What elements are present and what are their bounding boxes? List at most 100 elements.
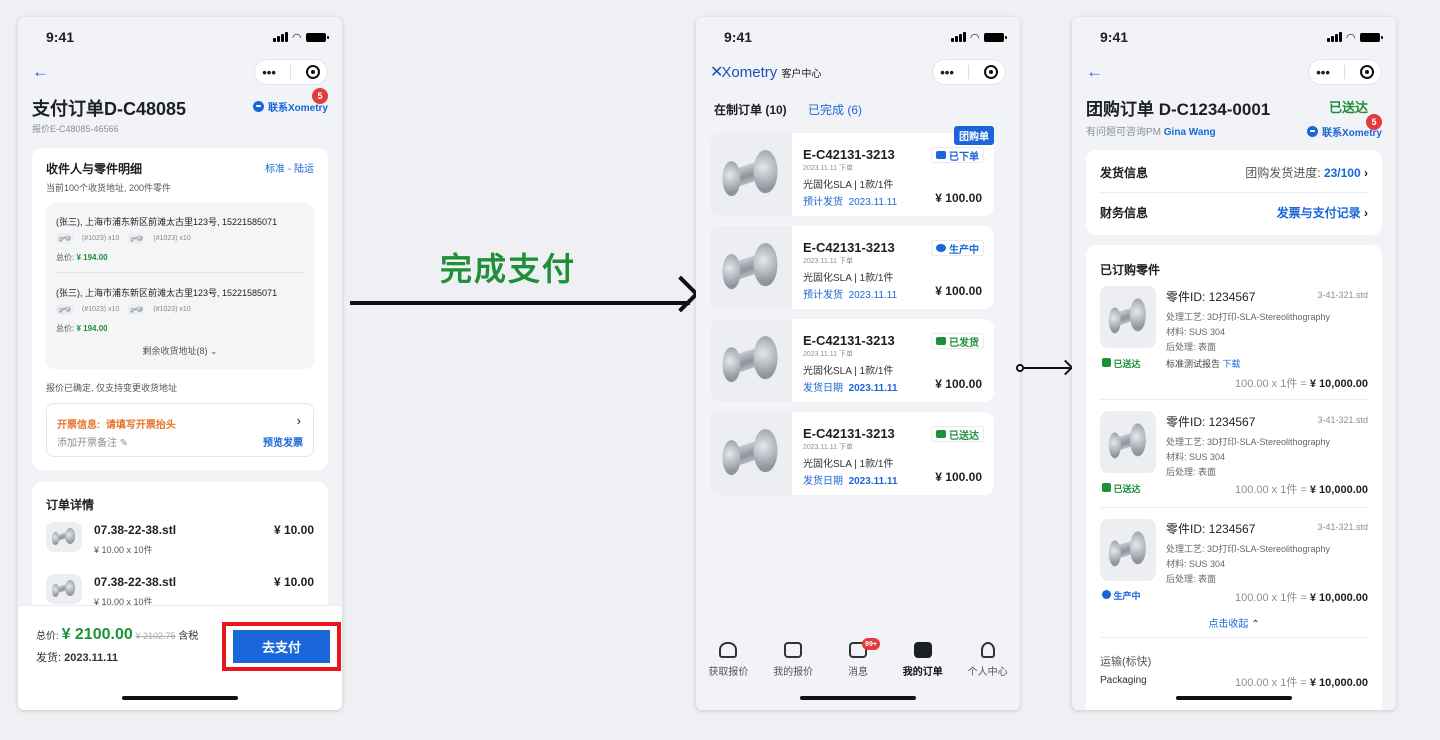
more-icon[interactable]: ••• (1316, 64, 1330, 80)
part-thumbnail (1100, 286, 1156, 348)
tab-my-quotes[interactable]: 我的报价 (767, 640, 819, 678)
more-addresses-toggle[interactable]: 剩余收货地址(8) ⌄ (142, 346, 218, 356)
parts-card: 已订购零件 零件ID: 1234567 3-41-321.std 处理工艺: 3… (1086, 245, 1382, 710)
invoice-remark[interactable]: 添加开票备注 ✎ (57, 438, 129, 449)
recipients-card: 收件人与零件明细 标准 - 陆运 当前100个收货地址, 200件零件 (张三)… (32, 148, 328, 470)
part-qty: 100.00 x 1件 = (1234, 592, 1307, 604)
tab-profile[interactable]: 个人中心 (962, 640, 1014, 678)
mini-program-capsule[interactable]: ••• (254, 59, 328, 85)
order-card[interactable]: E-C42131-3213 2023.11.11 下单 光固化SLA | 1款/… (710, 319, 994, 402)
cart-icon (936, 151, 946, 159)
part-thumbnail (46, 522, 82, 552)
order-total: ¥ 2100.00 (61, 626, 133, 643)
chevron-up-icon: ⌃ (1251, 619, 1260, 630)
gears-icon (1102, 590, 1111, 599)
status-badge: 已送达 (931, 426, 984, 442)
more-icon[interactable]: ••• (262, 64, 276, 80)
contact-xometry-link[interactable]: 联系Xometry (1306, 124, 1382, 139)
back-arrow-icon[interactable]: ← (1086, 62, 1103, 81)
status-badge: 生产中 (931, 240, 984, 256)
part-thumbnail (127, 233, 146, 244)
part-material: 材料: SUS 304 (1166, 559, 1226, 569)
pm-name-link[interactable]: Gina Wang (1163, 127, 1216, 138)
part-post-process: 后处理: 表面 (1166, 342, 1217, 352)
home-indicator (122, 696, 238, 700)
order-price: ¥ 100.00 (935, 470, 982, 484)
contact-xometry-link[interactable]: 联系Xometry (252, 99, 328, 114)
package-icon (936, 430, 946, 438)
payment-phone-screen: 9:41 ◠ ← ••• 支付订单D-C48085 联系Xometry 5 报价… (18, 17, 342, 710)
shipping-mode-link[interactable]: 标准 - 陆运 (265, 164, 314, 175)
part-thumbnail (127, 304, 146, 315)
signal-icon (950, 32, 966, 42)
close-target-icon[interactable] (1359, 65, 1374, 79)
back-arrow-icon[interactable]: ← (32, 62, 49, 81)
ship-progress-link[interactable]: 团购发货进度: 23/100 › (1245, 166, 1368, 180)
part-unit-price: ¥ 10.00 x 10件 (94, 545, 153, 555)
finance-records-link[interactable]: 发票与支付记录 › (1276, 206, 1368, 220)
pay-button[interactable]: 去支付 (233, 630, 330, 663)
order-card[interactable]: E-C42131-3213 2023.11.11 下单 光固化SLA | 1款/… (710, 226, 994, 309)
part-material: 材料: SUS 304 (1166, 452, 1226, 462)
order-spec: 光固化SLA | 1款/1件 (803, 180, 894, 191)
tab-in-production[interactable]: 在制订单 (10) (714, 103, 787, 117)
close-target-icon[interactable] (305, 65, 320, 79)
notification-badge: 5 (1366, 114, 1382, 130)
arrow-head-icon (662, 275, 700, 313)
status-time: 9:41 (1100, 29, 1129, 45)
message-icon (848, 642, 867, 658)
packaging-amount: ¥ 10,000.00 (1309, 677, 1368, 689)
order-card[interactable]: E-C42131-3213 2023.11.11 下单 光固化SLA | 1款/… (710, 412, 994, 495)
part-file: 3-41-321.std (1317, 415, 1368, 425)
home-indicator (1176, 696, 1292, 700)
part-filename: 07.38-22-38.stl (94, 523, 177, 537)
order-date: 2023.11.11 下单 (803, 165, 853, 172)
collapse-toggle[interactable]: 点击收起 ⌃ (1208, 619, 1260, 630)
chat-icon (1306, 126, 1318, 137)
wifi-icon: ◠ (1346, 31, 1355, 44)
status-bar: 9:41 ◠ (1072, 17, 1396, 57)
preview-invoice-link[interactable]: 预览发票 (263, 438, 303, 449)
part-id: 零件ID: 1234567 (1166, 290, 1256, 304)
part-thumbnail (46, 574, 82, 604)
orders-icon (913, 642, 932, 658)
arrow-head-icon (1057, 359, 1074, 376)
part-amount: ¥ 10,000.00 (1309, 378, 1368, 390)
status-time: 9:41 (724, 29, 753, 45)
invoice-box[interactable]: 开票信息: 请填写开票抬头 › 添加开票备注 ✎ 预览发票 (46, 403, 314, 457)
order-price: ¥ 100.00 (935, 284, 982, 298)
tab-completed[interactable]: 已完成 (6) (808, 103, 863, 117)
part-process: 处理工艺: 3D打印-SLA-Stereolithography (1166, 312, 1331, 322)
home-indicator (800, 696, 916, 700)
ship-date: 2023.11.11 (848, 197, 898, 208)
mini-program-capsule[interactable]: ••• (1308, 59, 1382, 85)
part-qty: 100.00 x 1件 = (1234, 378, 1307, 390)
order-card[interactable]: E-C42131-3213 2023.11.11 下单 光固化SLA | 1款/… (710, 133, 994, 216)
orders-phone-screen: 9:41 ◠ ✕Xometry 客户中心 ••• 在制订单 (10) 已完成 (… (696, 17, 1020, 710)
more-icon[interactable]: ••• (940, 64, 954, 80)
packaging-qty: 100.00 x 1件 = (1234, 677, 1307, 689)
connector-dot (1016, 364, 1024, 372)
chart-icon (784, 642, 803, 658)
address-note: 报价已确定, 仅支持变更收货地址 (46, 383, 178, 393)
ship-date: 2023.11.11 (64, 652, 118, 664)
status-badge: 已发货 (931, 333, 984, 349)
shipping-title: 运输(标快) (1100, 656, 1152, 668)
tab-get-quote[interactable]: 获取报价 (702, 640, 754, 678)
battery-icon (1360, 32, 1383, 42)
status-bar: 9:41 ◠ (696, 17, 1020, 57)
package-icon (1102, 358, 1111, 367)
page-title: 团购订单 D-C1234-0001 (1086, 100, 1271, 119)
close-target-icon[interactable] (983, 65, 998, 79)
part-id: 零件ID: 1234567 (1166, 415, 1256, 429)
tab-my-orders[interactable]: 我的订单 (897, 640, 949, 678)
brand-logo: ✕Xometry 客户中心 (710, 64, 822, 81)
part-amount: ¥ 10,000.00 (1309, 484, 1368, 496)
download-link[interactable]: 下载 (1222, 359, 1241, 369)
pay-button-highlight: 去支付 (222, 622, 341, 671)
mini-program-capsule[interactable]: ••• (932, 59, 1006, 85)
order-spec: 光固化SLA | 1款/1件 (803, 366, 894, 377)
chevron-right-icon[interactable]: › (296, 413, 301, 428)
